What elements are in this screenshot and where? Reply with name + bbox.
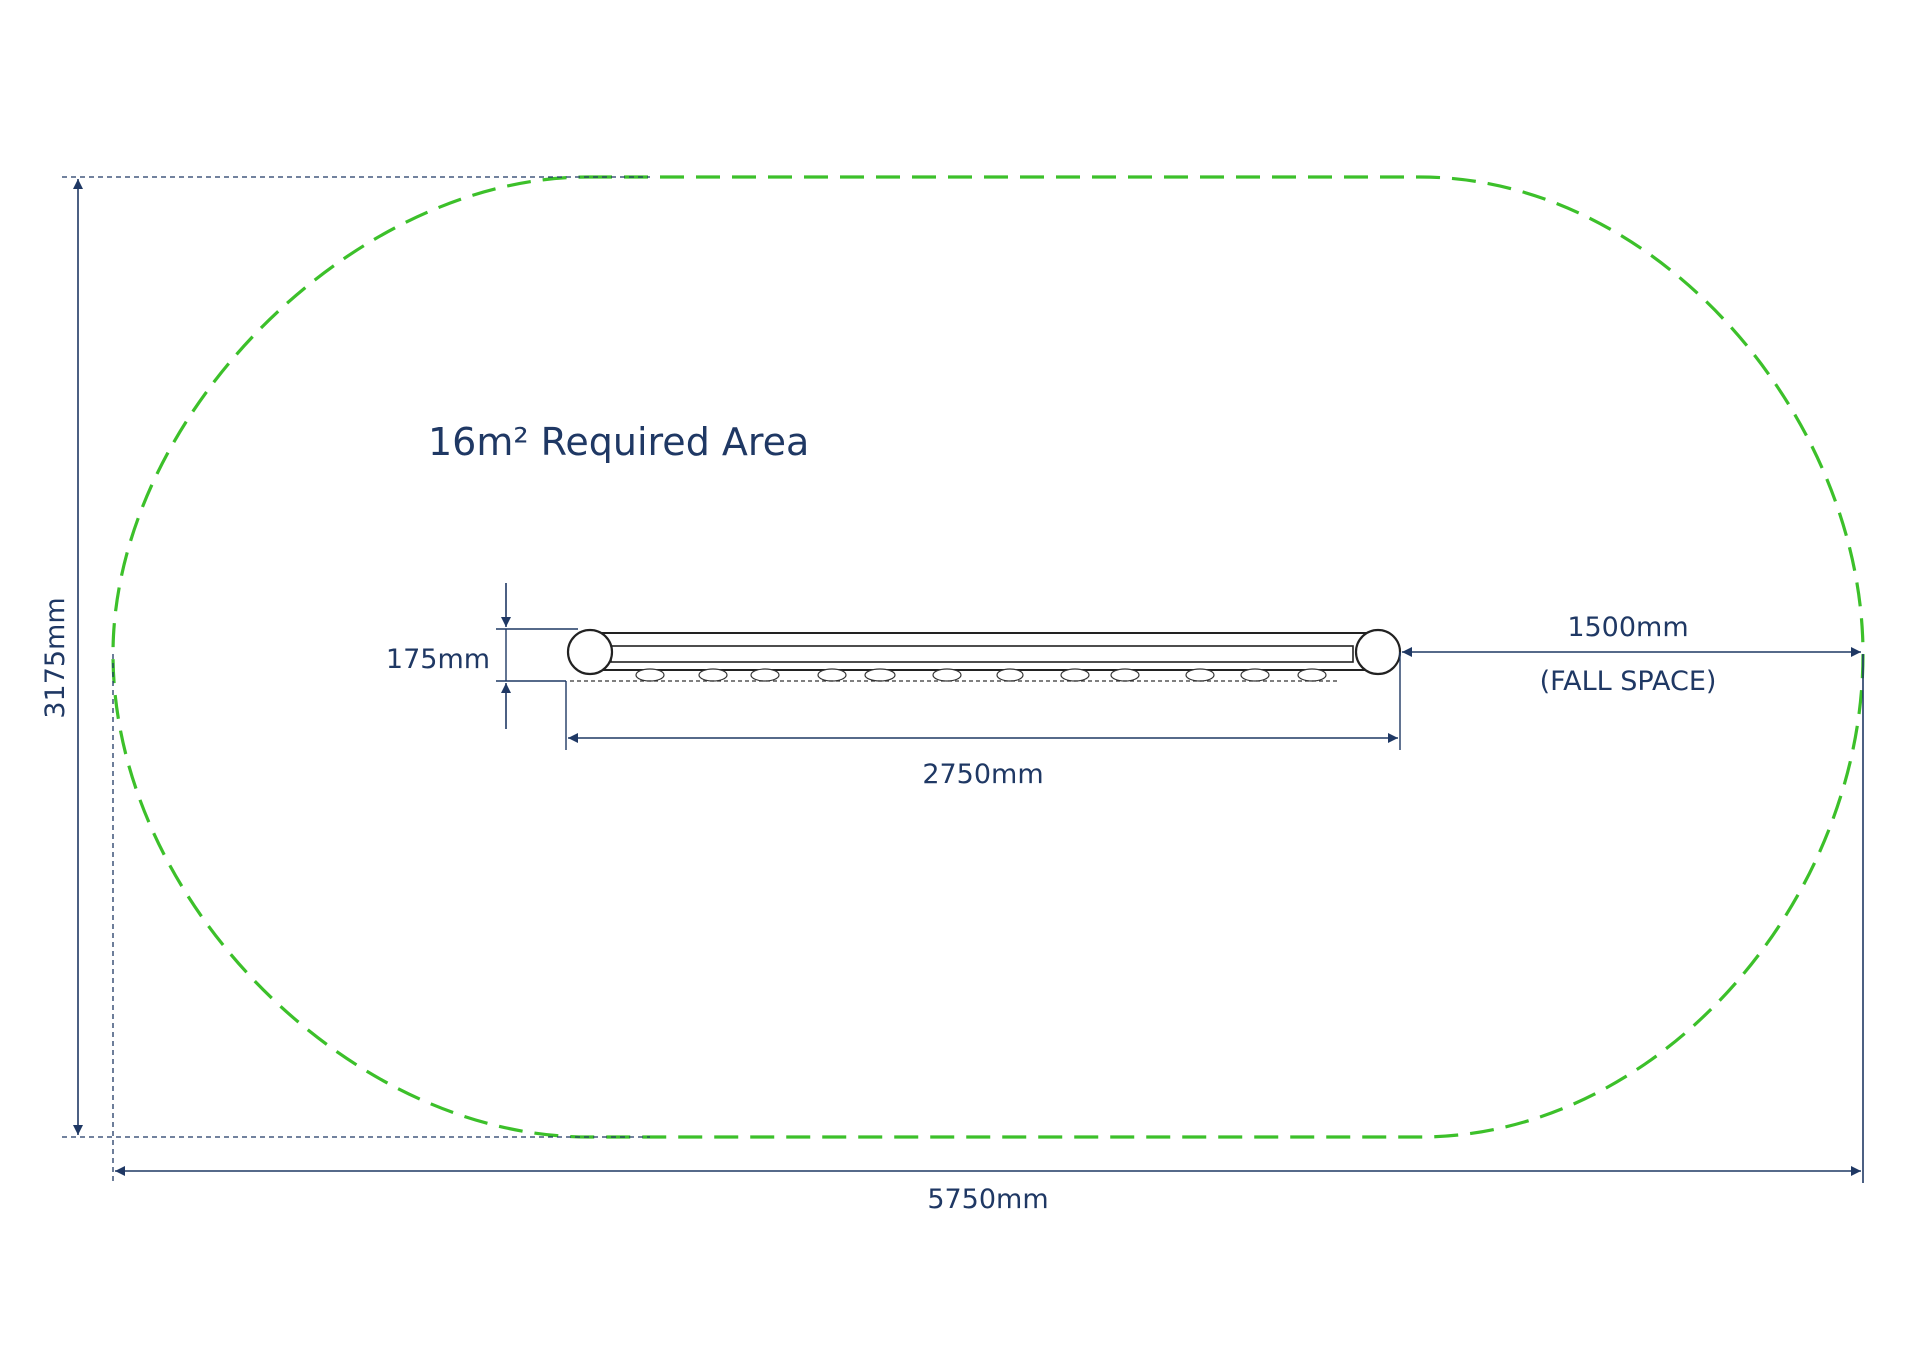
beam-end-right bbox=[1354, 628, 1402, 676]
equipment-balance-beam bbox=[566, 628, 1402, 682]
beam-inner bbox=[610, 645, 1354, 663]
width-dimension-label: 5750mm bbox=[927, 1184, 1048, 1215]
equipment-length-label: 2750mm bbox=[922, 759, 1043, 790]
fall-space-label: (FALL SPACE) bbox=[1540, 666, 1717, 697]
beam-end-left bbox=[566, 628, 614, 676]
fall-zone-boundary bbox=[111, 175, 1865, 1139]
height-dimension-label: 3175mm bbox=[40, 597, 71, 718]
required-area-title: 16m² Required Area bbox=[428, 420, 809, 464]
fall-space-distance-label: 1500mm bbox=[1567, 612, 1688, 643]
beam-base-stones bbox=[635, 668, 1327, 682]
equipment-height-label: 175mm bbox=[386, 644, 490, 675]
